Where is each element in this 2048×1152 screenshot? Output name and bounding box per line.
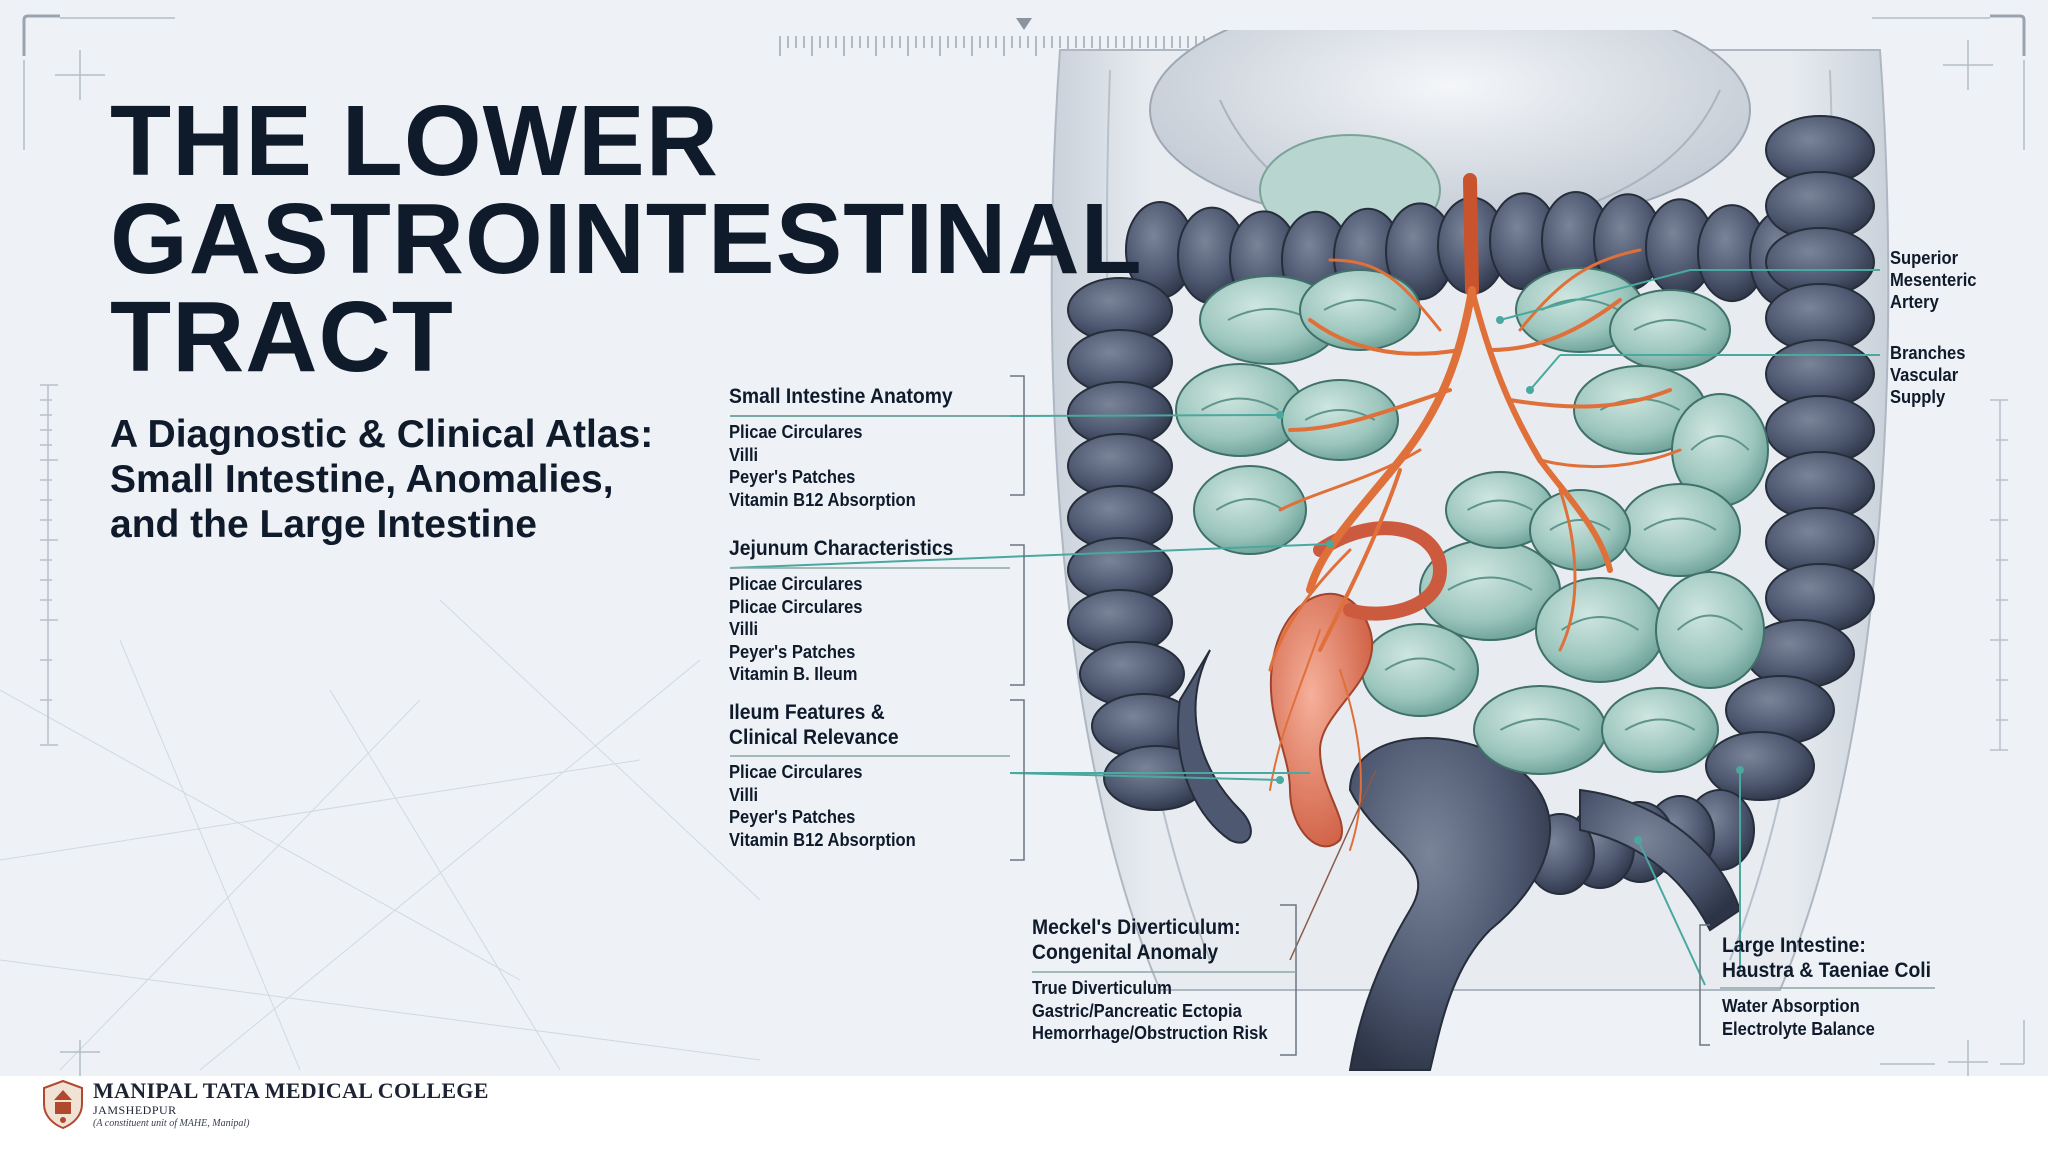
- intestine-fold: [1549, 519, 1611, 531]
- label-item: Peyer's Patches: [729, 807, 856, 827]
- label-item: Villi: [729, 619, 759, 639]
- meckel-heading: Meckel's Diverticulum: Congenital Anomal…: [1032, 915, 1241, 965]
- jejunum-heading: Jejunum Characteristics: [729, 537, 954, 560]
- college-city: JAMSHEDPUR: [93, 1103, 177, 1117]
- intestine-fold: [1447, 576, 1533, 591]
- college-name: MANIPAL TATA MEDICAL COLLEGE: [93, 1078, 489, 1103]
- intestine-fold: [1384, 657, 1456, 671]
- intestine-fold: [1624, 718, 1696, 731]
- label-item: Vitamin B12 Absorption: [729, 829, 916, 850]
- label-line: Supply: [1890, 387, 1946, 407]
- subtitle-line: and the Large Intestine: [110, 503, 537, 546]
- branches-label: Branches Vascular Supply: [1890, 342, 1965, 408]
- intestine-fold: [1323, 299, 1397, 311]
- intestine-fold: [1201, 397, 1279, 411]
- intestine-fold: [1676, 614, 1744, 631]
- label-item: Plicae Circulares: [729, 574, 863, 594]
- heading-line: Congenital Anomaly: [1032, 941, 1219, 964]
- label-line: Vascular: [1890, 365, 1959, 385]
- label-item: Electrolyte Balance: [1722, 1018, 1875, 1039]
- label-line: Mesenteric: [1890, 270, 1977, 290]
- label-item: Water Absorption: [1722, 996, 1860, 1016]
- heading-line: Ileum Features &: [729, 701, 885, 724]
- label-item: Plicae Circulares: [729, 762, 863, 782]
- corner-bracket-icon: [22, 14, 2026, 56]
- intestine-loop: [1299, 269, 1421, 351]
- label-line: Superior: [1890, 248, 1959, 268]
- page-title: THE LOWER GASTROINTESTINAL TRACT: [110, 85, 1143, 393]
- label-item: Hemorrhage/Obstruction Risk: [1032, 1023, 1268, 1043]
- label-item: Villi: [729, 444, 759, 465]
- label-item: Villi: [729, 784, 759, 805]
- jejunum-items: Plicae Circulares Plicae Circulares Vill…: [729, 573, 862, 686]
- label-item: Plicae Circulares: [729, 596, 863, 617]
- intestine-fold: [1499, 718, 1581, 731]
- heading-line: Meckel's Diverticulum:: [1032, 916, 1241, 939]
- label-item: Plicae Circulares: [729, 422, 863, 442]
- title-line: GASTROINTESTINAL: [110, 183, 1143, 295]
- intestine-fold: [1467, 499, 1533, 511]
- label-item: Peyer's Patches: [729, 641, 856, 662]
- subtitle-line: A Diagnostic & Clinical Atlas:: [110, 413, 654, 456]
- title-line: TRACT: [110, 281, 454, 393]
- label-line: Branches: [1890, 343, 1966, 363]
- intestine-loop: [1601, 687, 1719, 773]
- intestine-loop: [1193, 465, 1307, 555]
- label-item: Peyer's Patches: [729, 467, 856, 487]
- label-item: Vitamin B. Ileum: [729, 664, 858, 684]
- intestine-fold: [1215, 498, 1285, 511]
- label-line: Artery: [1890, 292, 1939, 312]
- heading-line: Large Intestine:: [1722, 934, 1866, 957]
- college-note: (A constituent unit of MAHE, Manipal): [93, 1118, 250, 1129]
- subtitle-line: Small Intestine, Anomalies,: [110, 458, 614, 501]
- large-intestine-items: Water Absorption Electrolyte Balance: [1722, 995, 1875, 1040]
- footer: [0, 1076, 2048, 1152]
- intestine-fold: [1643, 517, 1717, 531]
- sma-label: Superior Mesenteric Artery: [1890, 247, 1977, 313]
- intestine-loop: [1655, 571, 1765, 689]
- haustra-segment: [1705, 731, 1815, 801]
- small-intestine-heading: Small Intestine Anatomy: [729, 385, 953, 408]
- intestine-fold: [1690, 435, 1750, 451]
- intestine-fold: [1633, 319, 1707, 331]
- intestine-loop: [1281, 379, 1399, 461]
- label-item: True Diverticulum: [1032, 978, 1172, 998]
- page-subtitle: A Diagnostic & Clinical Atlas: Small Int…: [110, 412, 750, 547]
- meckel-items: True Diverticulum Gastric/Pancreatic Ect…: [1032, 977, 1268, 1045]
- large-intestine-heading: Large Intestine: Haustra & Taeniae Coli: [1722, 933, 1931, 983]
- heading-line: Haustra & Taeniae Coli: [1722, 959, 1932, 982]
- ileum-heading: Ileum Features & Clinical Relevance: [729, 700, 899, 750]
- title-line: THE LOWER: [110, 85, 719, 197]
- label-item: Gastric/Pancreatic Ectopia: [1032, 1000, 1242, 1021]
- small-intestine-items: Plicae Circulares Villi Peyer's Patches …: [729, 421, 916, 511]
- college-crest-icon: [43, 1079, 83, 1130]
- heading-line: Clinical Relevance: [729, 726, 899, 749]
- label-item: Vitamin B12 Absorption: [729, 489, 916, 510]
- ileum-items: Plicae Circulares Villi Peyer's Patches …: [729, 761, 916, 851]
- gi-tract-illustration: [1050, 30, 1890, 1071]
